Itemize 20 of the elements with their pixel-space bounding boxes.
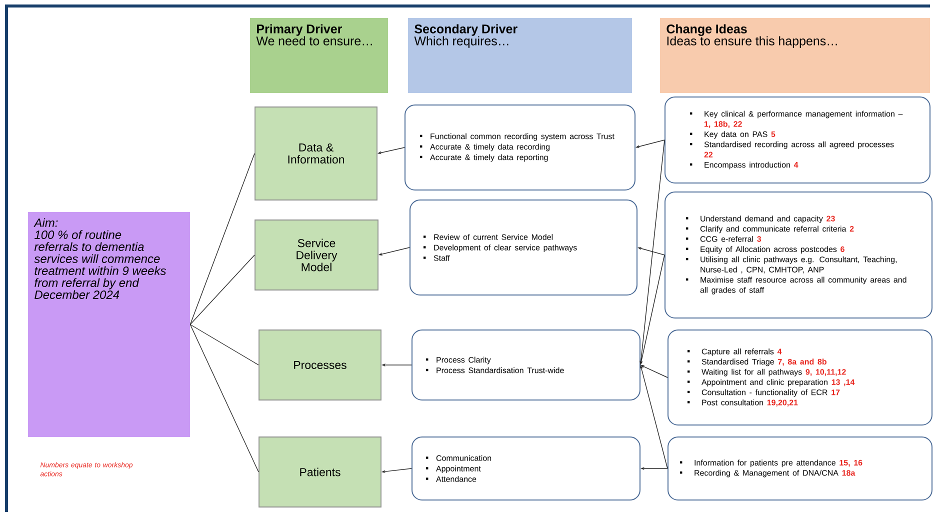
primary-driver-box: Patients xyxy=(258,436,382,508)
connector-line xyxy=(190,324,259,366)
secondary-driver-box: Process Clarity Process Standardisation Trust-wide xyxy=(412,330,640,400)
connector-line xyxy=(190,153,255,325)
change-ideas-box: Capture all referrals 4 Standardised Triage 7, 8a and 8b Waiting list for all pathways 9, 10,11,12 Appointment and clinic preparation 13 ,14 Consultation - functionality of ECR 17 Post consultation 19,20,21 xyxy=(668,330,932,426)
secondary-driver-box: Communication Appointment Attendance xyxy=(412,436,640,500)
change-ideas-box: Information for patients pre attendance 15, 16 Recording & Management of DNA/CNA 18a xyxy=(668,436,932,500)
aim-box: Aim: 100 % of routine referrals to dementia services will commence treatment within 9 weeks from referral by end December 2024 xyxy=(28,212,190,437)
connector-line xyxy=(190,324,259,472)
secondary-driver-box: Review of current Service Model Development of clear service pathways Staff xyxy=(410,200,638,296)
secondary-driver-box: Functional common recording system across Trust Accurate & timely data recording Accurate & timely data reporting xyxy=(404,104,636,190)
connector-line xyxy=(190,254,255,325)
primary-driver-box: Data & Information xyxy=(254,106,378,200)
change-ideas-box: Key clinical & performance management information – 1, 18b, 22 Key data on PAS 5 Standardised recording across all agreed processes 22 Encompass introduction 4 xyxy=(664,96,930,184)
change-ideas-box: Understand demand and capacity 23 Clarify and communicate referral criteria 2 CCG e-referral 3 Equity of Allocation across postcodes 6 Utilising all clinic pathways e.g. Consultant, Teaching, Nurse-Led , CPN, CMHTOP, ANP Maximise staff resource across all community areas and all grades of staff xyxy=(664,192,932,318)
column-header: Primary Driver We need to ensure… xyxy=(250,18,388,93)
primary-driver-box: Processes xyxy=(258,330,382,400)
column-header: Change Ideas Ideas to ensure this happens… xyxy=(660,18,930,93)
column-header: Secondary Driver Which requires… xyxy=(408,18,632,93)
primary-driver-box: Service Delivery Model xyxy=(254,220,378,290)
